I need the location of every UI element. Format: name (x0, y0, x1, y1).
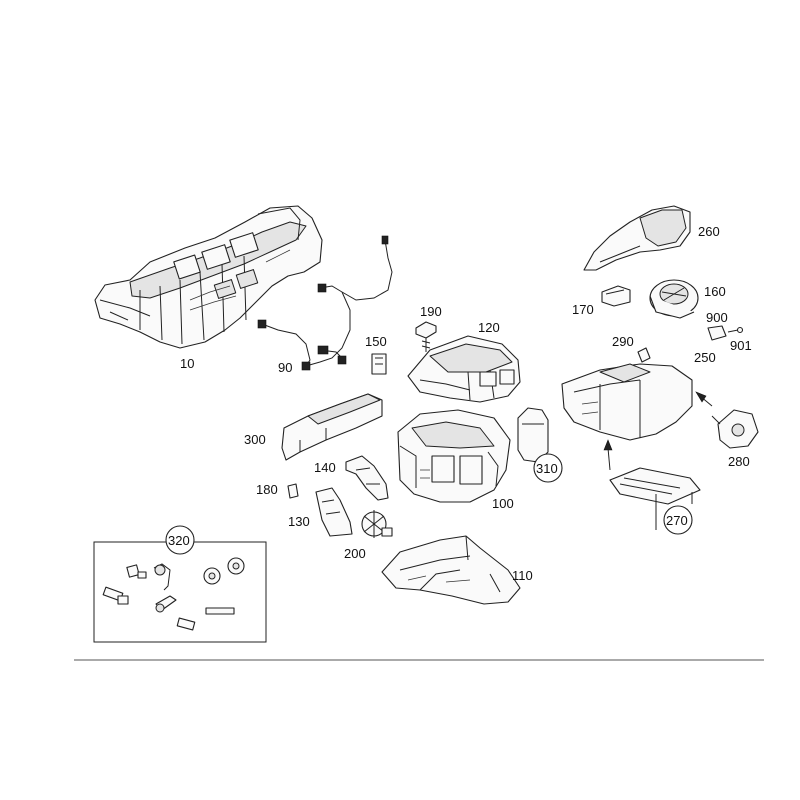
part-90-wiring-harness[interactable] (257, 235, 393, 371)
part-100-main-housing[interactable] (397, 409, 511, 503)
part-190-screw[interactable] (415, 321, 437, 352)
part-110-lower-frame[interactable] (381, 535, 521, 605)
part-300-air-duct[interactable] (281, 393, 383, 461)
part-260-blower-cover[interactable] (583, 205, 691, 271)
label-140: 140 (314, 460, 336, 475)
part-901-pin[interactable] (727, 326, 744, 334)
label-270-circle (663, 505, 693, 535)
part-250-blower-housing[interactable] (561, 363, 693, 441)
part-150-sensor[interactable] (371, 353, 387, 375)
part-280-actuator[interactable] (711, 409, 759, 449)
part-10-hvac-housing[interactable] (94, 205, 323, 349)
part-200-actuator[interactable] (361, 510, 393, 538)
label-250: 250 (694, 350, 716, 365)
part-140-bracket[interactable] (345, 455, 389, 501)
part-310-filter[interactable] (517, 407, 549, 463)
assembly-arrows (603, 391, 713, 471)
part-900-connector[interactable] (707, 325, 727, 341)
label-130: 130 (288, 514, 310, 529)
part-290-clip[interactable] (637, 347, 651, 363)
label-160: 160 (704, 284, 726, 299)
part-120-upper-housing[interactable] (407, 335, 521, 403)
label-280: 280 (728, 454, 750, 469)
label-110: 110 (512, 568, 533, 583)
part-180-clip[interactable] (287, 483, 299, 499)
label-180: 180 (256, 482, 278, 497)
label-190: 190 (420, 304, 442, 319)
label-900: 900 (706, 310, 728, 325)
label-270: 270 (666, 513, 688, 528)
part-270-pollen-filter[interactable] (609, 467, 701, 530)
label-310-circle (533, 453, 563, 483)
label-290: 290 (612, 334, 634, 349)
part-320-gear-kit[interactable] (102, 557, 245, 631)
label-100: 100 (492, 496, 514, 511)
label-310: 310 (536, 461, 558, 476)
label-320: 320 (168, 533, 190, 548)
part-170-resistor[interactable] (601, 285, 631, 307)
label-150: 150 (365, 334, 387, 349)
part-130-flap[interactable] (315, 487, 353, 537)
part-160-blower-motor[interactable] (649, 279, 699, 319)
label-901: 901 (730, 338, 752, 353)
label-10: 10 (180, 356, 194, 371)
label-320-circle (165, 525, 195, 555)
label-200: 200 (344, 546, 366, 561)
label-120: 120 (478, 320, 500, 335)
label-170: 170 (572, 302, 594, 317)
label-300: 300 (244, 432, 266, 447)
label-260: 260 (698, 224, 720, 239)
label-90: 90 (278, 360, 292, 375)
